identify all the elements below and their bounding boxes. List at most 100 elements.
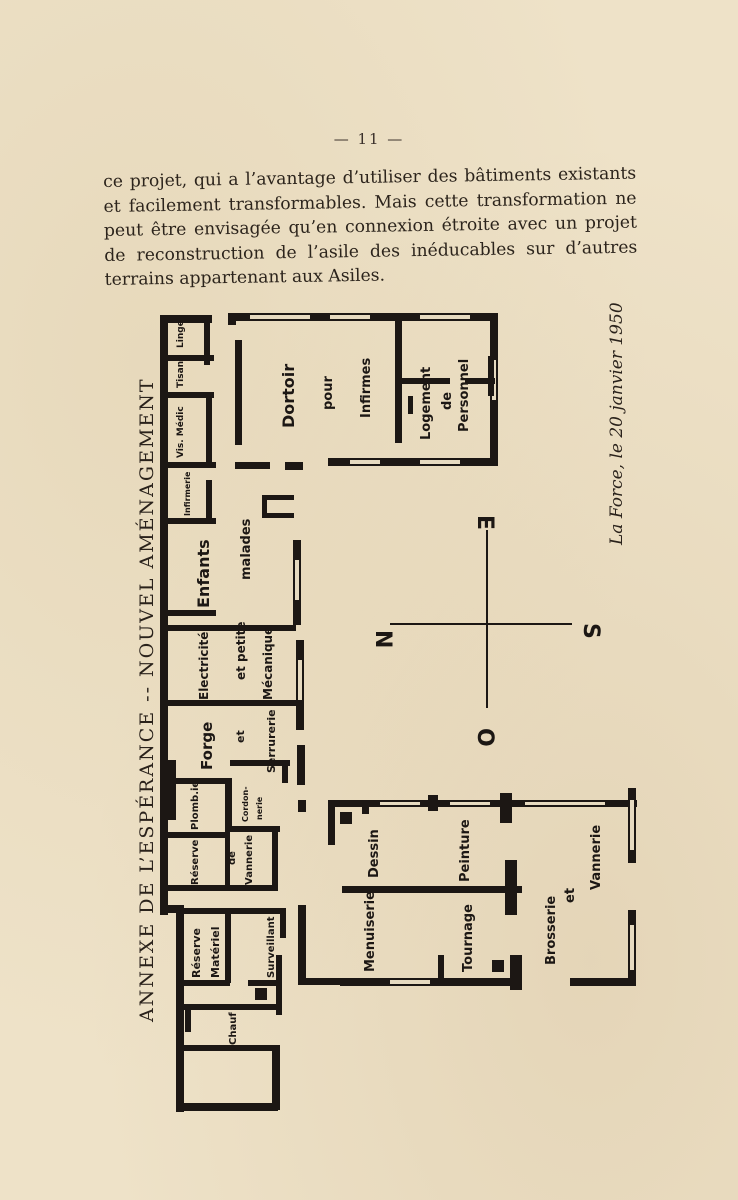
wall bbox=[465, 378, 495, 384]
wall bbox=[248, 980, 280, 986]
wall bbox=[230, 760, 290, 766]
plan-signature: La Force, le 20 janvier 1950 bbox=[607, 302, 627, 546]
compass-north: N bbox=[370, 630, 395, 648]
room-label-infirmes: Infirmes bbox=[359, 357, 374, 418]
wall bbox=[168, 760, 176, 820]
wall bbox=[510, 955, 522, 990]
room-label-serrurerie: Serrurerie bbox=[265, 709, 278, 773]
room-label-tournage: Tournage bbox=[461, 904, 476, 972]
wall bbox=[500, 793, 512, 823]
wall bbox=[492, 960, 504, 972]
wall bbox=[178, 1103, 278, 1111]
wall bbox=[272, 1045, 280, 1110]
room-label-enfants: Enfants bbox=[194, 539, 213, 608]
room-label-chauf: Chauf bbox=[228, 1012, 239, 1045]
compass-east: E bbox=[472, 515, 497, 530]
page-number: — 11 — bbox=[333, 130, 405, 148]
wall bbox=[262, 495, 267, 517]
room-label-de: de bbox=[440, 392, 455, 410]
wall bbox=[206, 480, 212, 520]
room-label-logement: Logement bbox=[419, 367, 434, 440]
window bbox=[380, 802, 420, 805]
wall bbox=[166, 610, 216, 616]
wall bbox=[166, 462, 216, 468]
compass-axis bbox=[390, 623, 572, 625]
window bbox=[450, 802, 490, 805]
window bbox=[330, 315, 370, 319]
room-label-vis-medic: Vis. Médic bbox=[175, 406, 186, 458]
room-label-plombie: Plomb.ie bbox=[190, 781, 201, 830]
wall bbox=[166, 518, 216, 524]
wall bbox=[185, 1010, 191, 1032]
wall bbox=[235, 340, 242, 445]
wall bbox=[570, 978, 636, 986]
wall bbox=[362, 800, 637, 807]
wall bbox=[340, 812, 352, 824]
wall bbox=[168, 778, 228, 784]
wall bbox=[160, 315, 168, 915]
room-label-reserve: Réserve bbox=[189, 839, 201, 885]
room-label-cordonnerie-1: Cordon- bbox=[241, 786, 250, 822]
wall bbox=[297, 745, 305, 785]
wall bbox=[328, 800, 373, 807]
room-label-tisane: Tisane bbox=[176, 355, 186, 388]
wall bbox=[225, 778, 232, 830]
room-label-de-vannerie: de bbox=[227, 851, 238, 865]
window bbox=[298, 660, 302, 700]
wall bbox=[285, 462, 303, 470]
room-label-linge: Linge bbox=[176, 320, 186, 348]
room-label-et-petite: et petite bbox=[234, 621, 248, 680]
compass-south: S bbox=[578, 623, 603, 639]
wall bbox=[280, 908, 286, 938]
wall bbox=[235, 462, 270, 469]
wall bbox=[225, 908, 231, 983]
room-label-reserve-materiel-1: Réserve bbox=[190, 928, 203, 978]
window bbox=[295, 560, 299, 600]
room-label-dessin: Dessin bbox=[367, 829, 382, 878]
wall bbox=[395, 378, 450, 384]
wall bbox=[408, 396, 413, 414]
room-label-vannerie-2: Vannerie bbox=[589, 825, 604, 890]
wall bbox=[160, 905, 184, 913]
wall bbox=[438, 955, 444, 983]
plan-title: ANNEXE DE L’ESPÉRANCE -- NOUVEL AMÉNAGEM… bbox=[135, 377, 158, 1023]
window bbox=[390, 980, 430, 984]
wall bbox=[225, 832, 230, 887]
compass-west: O bbox=[472, 728, 497, 747]
wall bbox=[298, 800, 306, 812]
wall bbox=[166, 625, 296, 631]
plan-walls bbox=[160, 313, 498, 1112]
window bbox=[630, 925, 634, 970]
window bbox=[630, 800, 634, 850]
wall bbox=[225, 826, 280, 832]
room-label-brosserie: Brosserie bbox=[544, 896, 559, 965]
wall bbox=[328, 800, 335, 845]
window bbox=[525, 802, 605, 805]
wall bbox=[262, 495, 294, 500]
wall bbox=[166, 392, 214, 398]
window bbox=[420, 315, 470, 319]
window bbox=[420, 460, 460, 464]
wall bbox=[168, 832, 228, 838]
wall bbox=[166, 355, 214, 361]
wall bbox=[262, 513, 294, 518]
wall bbox=[298, 905, 306, 985]
wall bbox=[505, 860, 517, 915]
wall bbox=[178, 980, 230, 986]
wall bbox=[255, 988, 267, 1000]
room-label-electricite: Electricité bbox=[197, 632, 211, 700]
wall bbox=[428, 795, 438, 811]
room-label-reserve-materiel-2: Matériel bbox=[209, 926, 222, 978]
room-label-vannerie: Vannerie bbox=[244, 835, 255, 885]
wall bbox=[176, 912, 184, 1112]
room-label-et-brosserie: et bbox=[563, 888, 578, 903]
compass-rose: N E S O bbox=[370, 515, 603, 747]
wall bbox=[160, 315, 212, 323]
window bbox=[350, 460, 380, 464]
room-label-forge: Forge bbox=[198, 722, 216, 770]
wall bbox=[204, 320, 210, 365]
room-label-mecanique: Mécanique bbox=[261, 627, 275, 700]
